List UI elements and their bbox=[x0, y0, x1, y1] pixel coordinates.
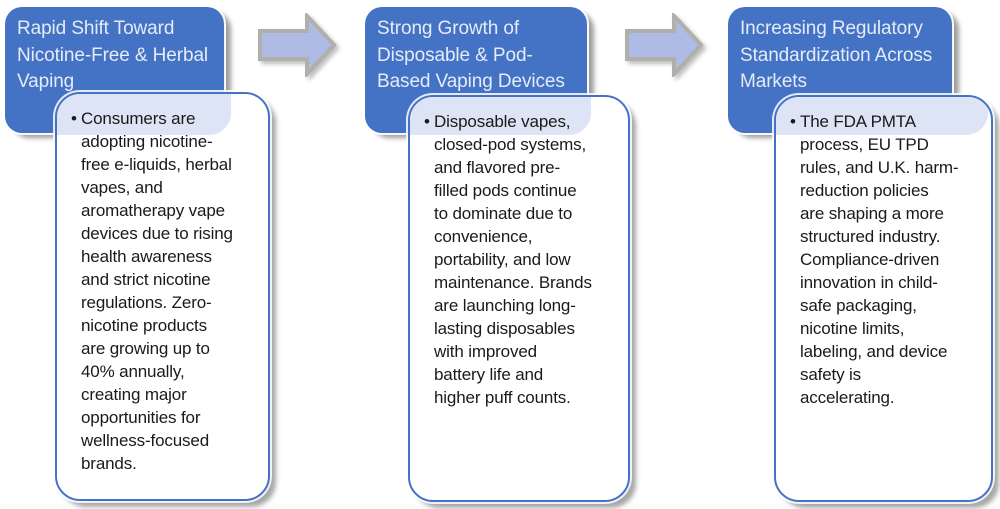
step-2-text: Disposable vapes, closed-pod systems, an… bbox=[434, 112, 592, 407]
arrow-right-icon bbox=[625, 13, 704, 77]
step-2-header-overlap-tint bbox=[410, 97, 591, 135]
arrow-right-icon bbox=[258, 13, 337, 77]
step-1-header: Rapid Shift Toward Nicotine-Free & Herba… bbox=[5, 7, 224, 133]
step-1-bullet-item: • Consumers are adopting nicotine- free … bbox=[57, 94, 268, 475]
step-2-title: Strong Growth of Disposable & Pod- Based… bbox=[377, 18, 565, 92]
step-1-text: Consumers are adopting nicotine- free e-… bbox=[81, 109, 233, 473]
step-2-body: • Disposable vapes, closed-pod systems, … bbox=[408, 95, 630, 502]
step-1-body: • Consumers are adopting nicotine- free … bbox=[55, 92, 270, 501]
step-3-text: The FDA PMTA process, EU TPD rules, and … bbox=[800, 112, 959, 407]
step-2-bullet-item: • Disposable vapes, closed-pod systems, … bbox=[410, 97, 628, 409]
step-1-title: Rapid Shift Toward Nicotine-Free & Herba… bbox=[17, 18, 209, 92]
step-3-bullet-item: • The FDA PMTA process, EU TPD rules, an… bbox=[776, 97, 991, 409]
bullet-icon: • bbox=[424, 112, 430, 131]
step-3-header: Increasing Regulatory Standardization Ac… bbox=[728, 7, 952, 133]
step-3-header-overlap-tint bbox=[776, 97, 988, 135]
step-1-header-overlap-tint bbox=[57, 94, 231, 135]
step-3-title: Increasing Regulatory Standardization Ac… bbox=[740, 18, 933, 92]
step-3-body: • The FDA PMTA process, EU TPD rules, an… bbox=[774, 95, 993, 502]
bullet-icon: • bbox=[790, 112, 796, 131]
bullet-icon: • bbox=[71, 109, 77, 128]
